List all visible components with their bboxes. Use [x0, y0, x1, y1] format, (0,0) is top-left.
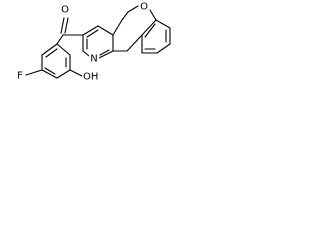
- bond: [64, 17, 69, 34]
- chemical-structure-diagram: O O N F OH: [15, 1, 171, 83]
- bond: [126, 34, 143, 52]
- bond: [56, 43, 71, 56]
- pyridine-nitrogen-label: N: [90, 54, 97, 65]
- bond: [98, 50, 114, 59]
- bond: [44, 67, 56, 75]
- bond: [149, 9, 157, 21]
- bond: [99, 49, 110, 56]
- label-background: [139, 1, 149, 13]
- bond: [82, 25, 99, 36]
- pyran-ring: [112, 5, 157, 52]
- fluorophenol-ring: [25, 43, 83, 79]
- bond: [155, 19, 171, 29]
- label-background: [15, 70, 25, 82]
- bond: [25, 69, 43, 76]
- atom-labels: O O N F OH: [15, 1, 149, 83]
- label-background: [89, 53, 99, 65]
- pyran-oxygen-label: O: [140, 2, 148, 13]
- bond: [41, 43, 58, 56]
- bond: [127, 5, 139, 13]
- ketone-oxygen-label: O: [61, 5, 69, 16]
- bond: [97, 25, 114, 36]
- bond: [112, 19, 123, 36]
- label-background: [60, 4, 70, 16]
- benzo-ring: [141, 19, 171, 54]
- bond: [141, 19, 157, 36]
- fluorine-label: F: [17, 71, 23, 82]
- bond: [121, 11, 129, 21]
- bond: [41, 69, 58, 79]
- pyridine-ring: [82, 25, 114, 59]
- hydroxyl-label: OH: [83, 72, 98, 83]
- bond: [156, 43, 171, 54]
- carbonyl-linker: [56, 17, 84, 45]
- bond: [56, 34, 64, 45]
- bond: [45, 48, 58, 58]
- bond: [82, 50, 90, 57]
- bond: [69, 69, 83, 77]
- bond: [144, 23, 156, 38]
- bond: [60, 17, 65, 34]
- label-background: [82, 71, 100, 83]
- bond: [56, 69, 71, 79]
- bond: [86, 29, 99, 38]
